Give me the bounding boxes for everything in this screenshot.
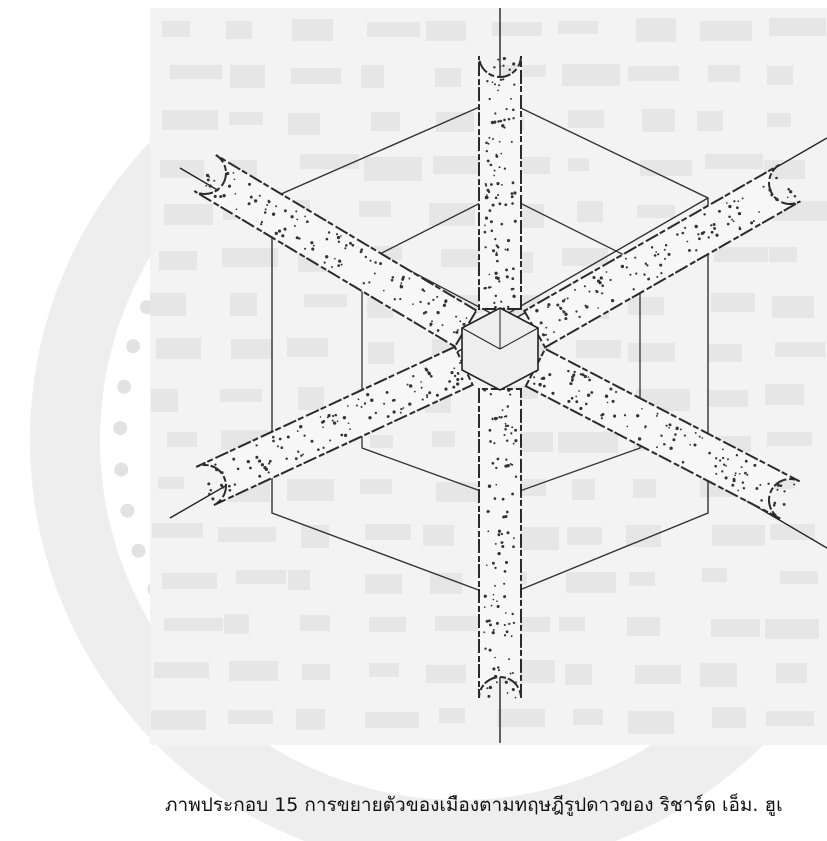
star-diagram xyxy=(150,8,827,745)
figure-caption: ภาพประกอบ 15 การขยายตัวของเมืองตามทฤษฎีร… xyxy=(165,790,827,820)
center-core xyxy=(462,308,538,390)
arm-1 xyxy=(479,56,521,310)
star-expansion-figure xyxy=(150,8,827,745)
arm-2 xyxy=(479,388,521,698)
arm-5 xyxy=(196,347,472,505)
